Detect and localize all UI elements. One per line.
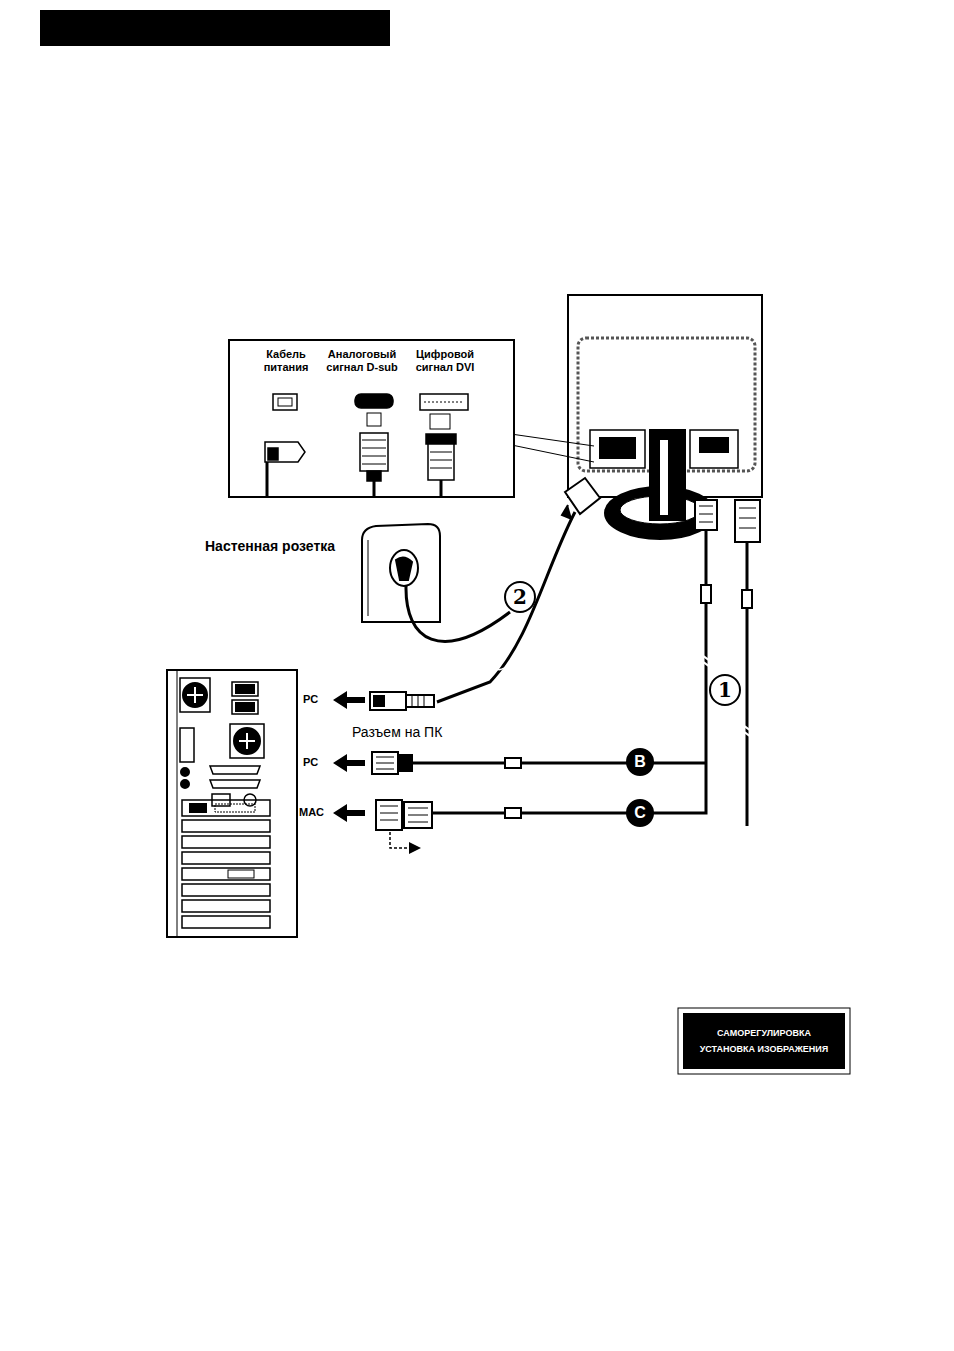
connector-label: Разъем на ПК — [352, 724, 442, 740]
monitor — [568, 295, 762, 539]
outlet-label: Настенная розетка — [203, 538, 337, 554]
dsub-cable — [432, 530, 706, 813]
port-label: MAC — [299, 806, 324, 818]
dsub-connector — [372, 752, 412, 774]
connector-title: Цифровой сигнал DVI — [407, 348, 483, 373]
dvi-plug — [735, 500, 760, 542]
power-plug — [562, 478, 600, 519]
callout-text: 1 — [718, 678, 732, 702]
port-label: PC — [303, 756, 318, 768]
wall-outlet — [362, 524, 440, 622]
header-bar — [40, 10, 390, 46]
menu-button: САМОРЕГУЛИРОВКА УСТАНОВКА ИЗОБРАЖЕНИЯ — [683, 1013, 845, 1069]
button-text: САМОРЕГУЛИРОВКА — [717, 1028, 811, 1038]
button-frame — [678, 1008, 850, 1074]
port-label: PC — [303, 693, 318, 705]
callout-number: 1 — [709, 674, 741, 706]
direction-arrow — [333, 754, 365, 772]
pc-power-plug — [370, 692, 434, 710]
inset-connectors — [265, 394, 468, 497]
connector-inset — [229, 340, 514, 497]
connector-inset: Кабель питанияАналоговый сигнал D-subЦиф… — [229, 340, 514, 497]
pc-tower — [167, 670, 297, 937]
callout-text: B — [634, 753, 646, 771]
dsub-plug — [695, 500, 717, 530]
callout-number: 2 — [504, 581, 536, 613]
button-text: УСТАНОВКА ИЗОБРАЖЕНИЯ — [700, 1044, 829, 1054]
mac-adapter — [376, 800, 432, 848]
connector-title: Аналоговый сигнал D-sub — [317, 348, 407, 373]
power-cable — [437, 512, 575, 702]
direction-arrow — [333, 804, 365, 822]
connector-title: Кабель питания — [251, 348, 321, 373]
callout-letter: B — [626, 748, 654, 776]
direction-arrow — [333, 691, 365, 709]
dvi-cable — [746, 542, 749, 826]
power-cord — [406, 586, 510, 641]
callout-letter: C — [626, 799, 654, 827]
callout-text: 2 — [513, 585, 527, 609]
callout-text: C — [634, 804, 646, 822]
